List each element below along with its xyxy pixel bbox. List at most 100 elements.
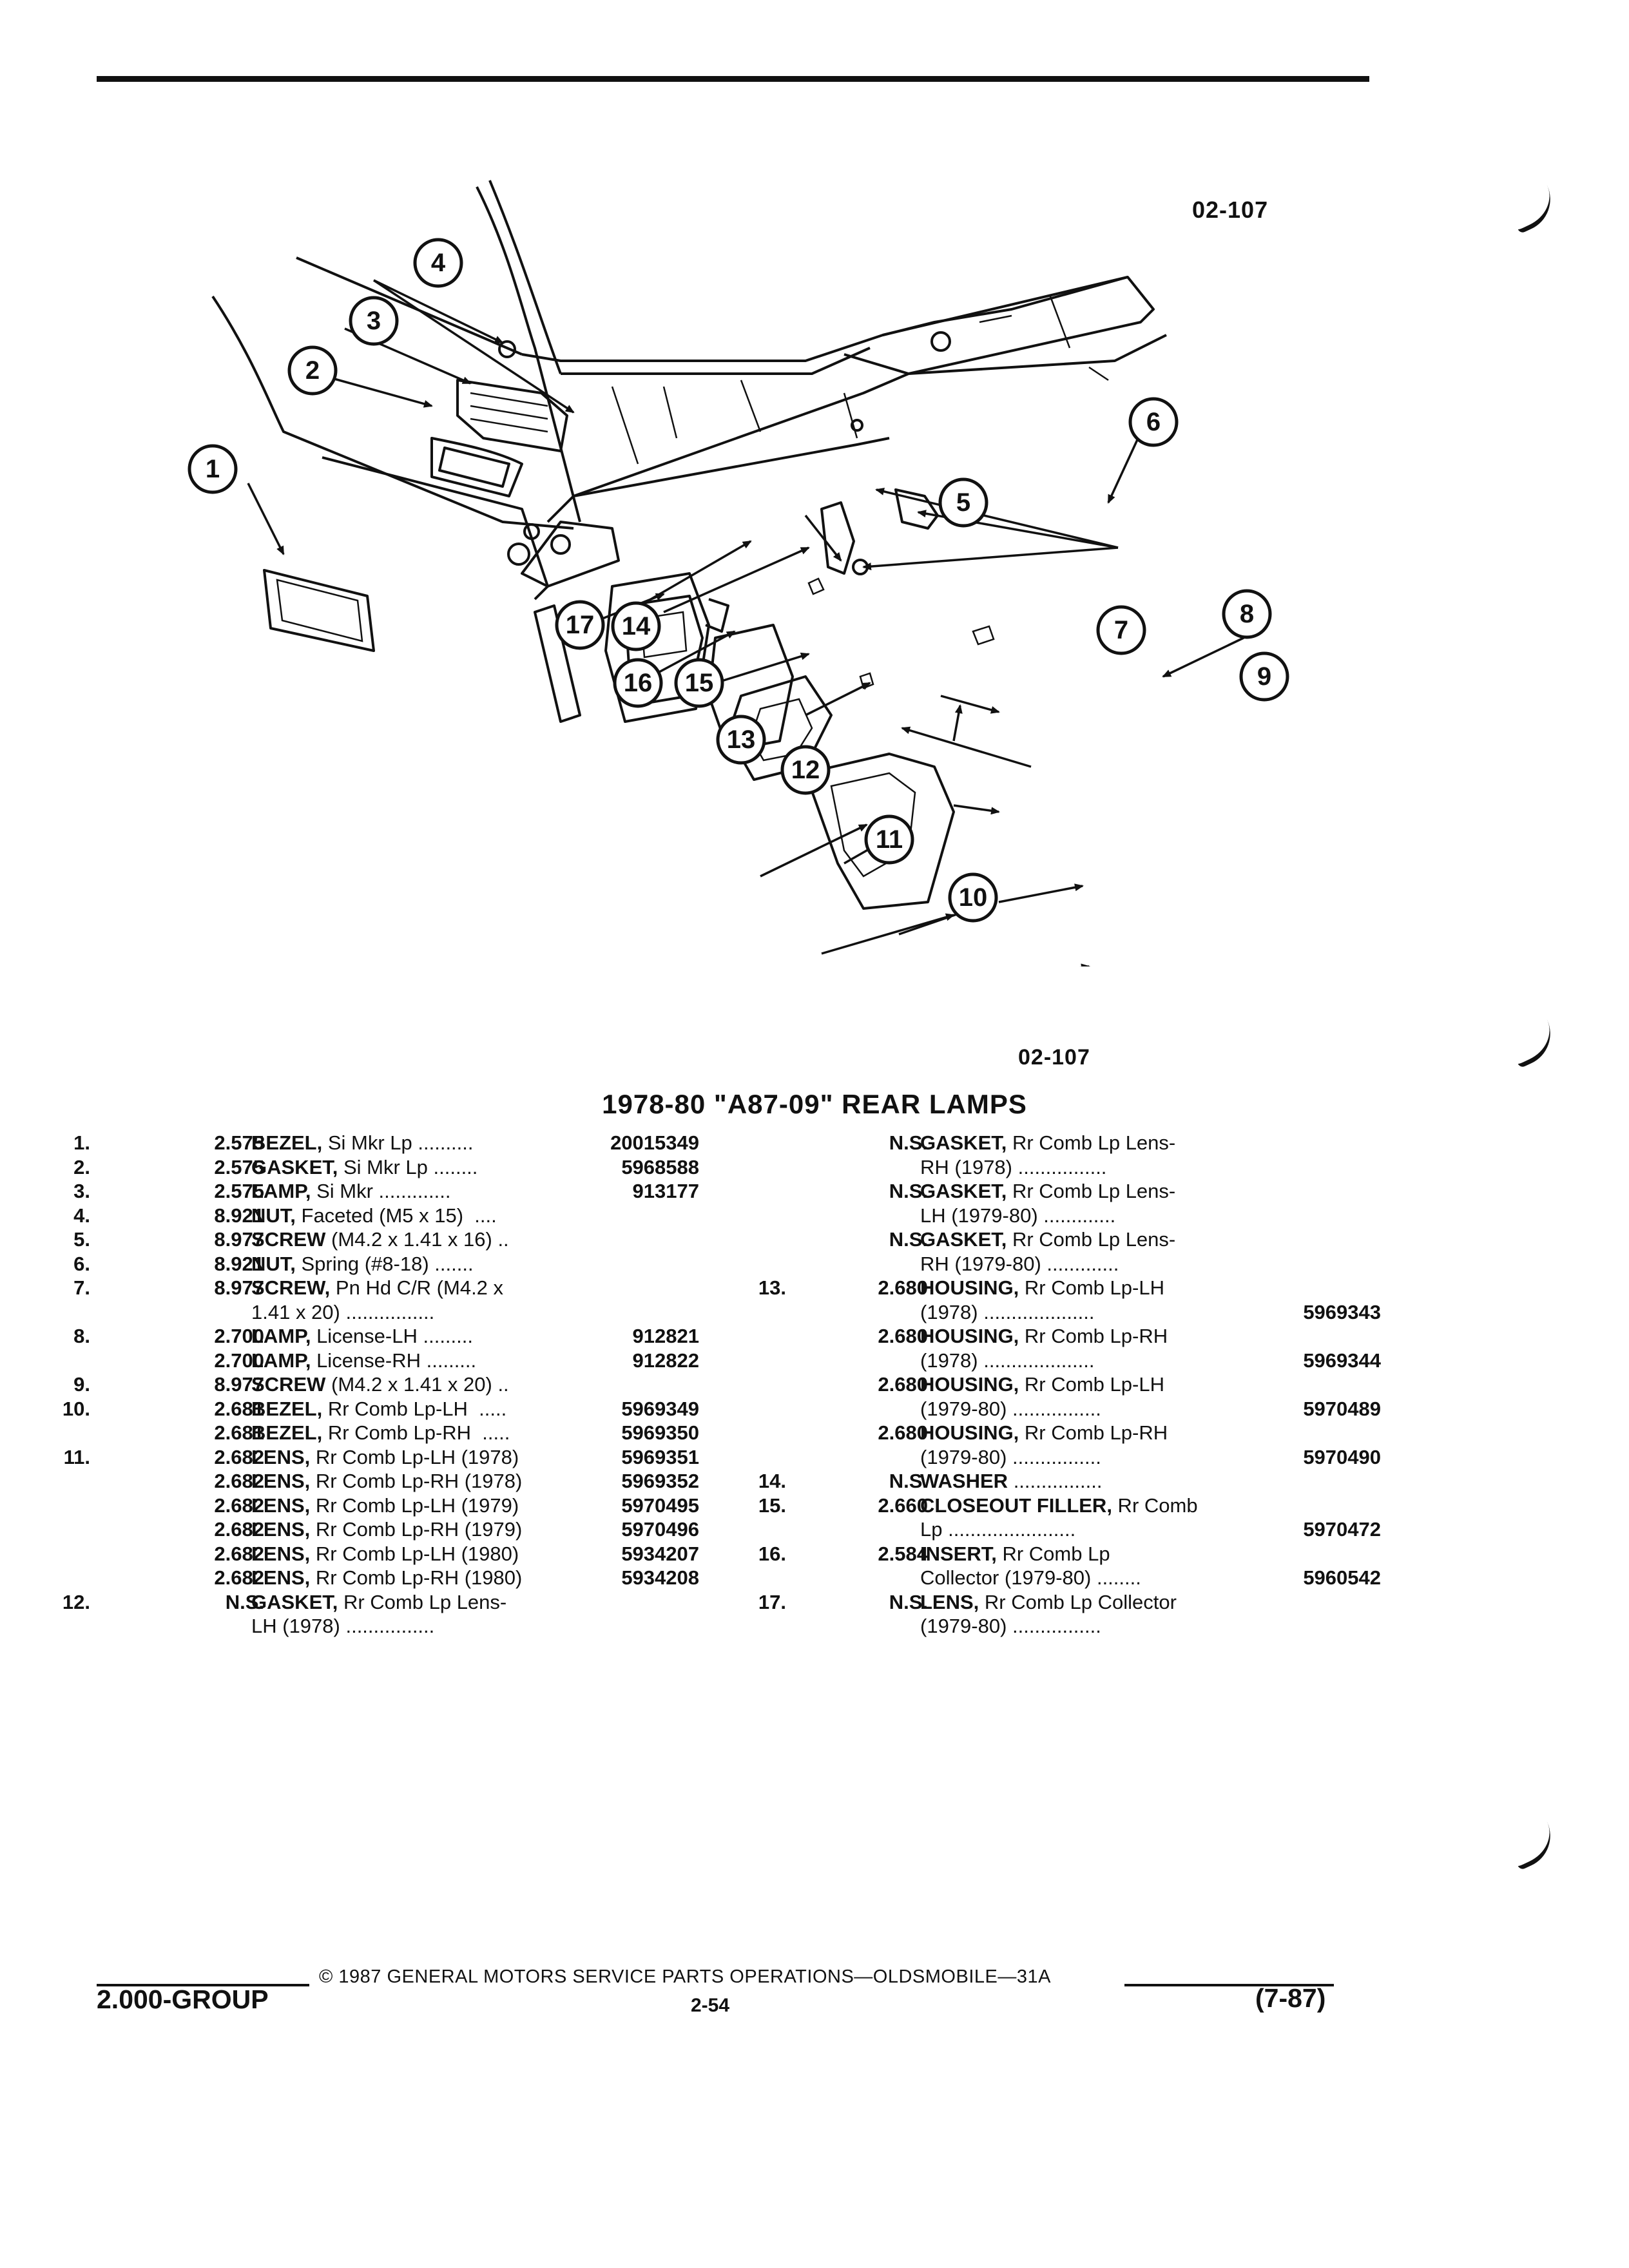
part-name: BEZEL, bbox=[251, 1421, 323, 1444]
part-description: SCREW (M4.2 x 1.41 x 16) .. bbox=[251, 1227, 509, 1252]
footer-copyright: © 1987 GENERAL MOTORS SERVICE PARTS OPER… bbox=[319, 1966, 1051, 1987]
part-description: GASKET, Rr Comb Lp Lens- bbox=[920, 1131, 1175, 1155]
parts-row: 1.41 x 20) ................ bbox=[45, 1300, 709, 1325]
part-detail: Si Mkr Lp ........ bbox=[338, 1155, 478, 1178]
part-description: LENS, Rr Comb Lp-LH (1979) bbox=[251, 1494, 519, 1518]
part-description: (1979-80) ................ bbox=[920, 1397, 1101, 1421]
part-number: 5970490 bbox=[1303, 1445, 1381, 1468]
part-name: LENS, bbox=[251, 1566, 311, 1589]
parts-row: LH (1978) ................ bbox=[45, 1614, 709, 1639]
parts-row: RH (1979-80) ............. bbox=[735, 1252, 1385, 1276]
group-number: 2.680 bbox=[878, 1373, 928, 1396]
part-number: 5934207 bbox=[621, 1542, 699, 1565]
item-number: 5. bbox=[73, 1228, 90, 1251]
binding-mark bbox=[1506, 1019, 1561, 1069]
part-description: BEZEL, Si Mkr Lp .......... bbox=[251, 1131, 474, 1155]
part-number: 5970489 bbox=[1303, 1397, 1381, 1420]
item-number: 6. bbox=[73, 1252, 90, 1275]
part-detail: License-RH ......... bbox=[311, 1349, 477, 1372]
collector-lens bbox=[523, 523, 540, 540]
group-number: 8.977 bbox=[214, 1276, 264, 1299]
group-number: N.S. bbox=[889, 1180, 928, 1202]
top-rule bbox=[97, 76, 1369, 82]
lens-gasket bbox=[708, 624, 794, 752]
parts-row: N.S.GASKET, Rr Comb Lp Lens- bbox=[735, 1227, 1385, 1252]
part-description: SCREW, Pn Hd C/R (M4.2 x bbox=[251, 1276, 503, 1300]
parts-row: (1979-80) ................ 5970489 bbox=[735, 1397, 1385, 1421]
item-number: 14. bbox=[758, 1470, 786, 1492]
part-description: LENS, Rr Comb Lp Collector bbox=[920, 1590, 1177, 1615]
figure-code-bottom: 02-107 bbox=[1018, 1045, 1090, 1070]
part-name: HOUSING, bbox=[920, 1325, 1019, 1347]
footer-group: 2.000-GROUP bbox=[97, 1984, 269, 2014]
insert-collector bbox=[507, 543, 530, 566]
group-number: 8.977 bbox=[214, 1228, 264, 1251]
part-description: HOUSING, Rr Comb Lp-RH bbox=[920, 1421, 1168, 1445]
part-description: GASKET, Rr Comb Lp Lens- bbox=[251, 1590, 506, 1615]
part-number: 5969352 bbox=[621, 1470, 699, 1492]
part-name: HOUSING, bbox=[920, 1421, 1019, 1444]
part-name: LAMP, bbox=[251, 1349, 311, 1372]
binding-mark bbox=[1506, 1821, 1561, 1871]
part-description: LENS, Rr Comb Lp-LH (1980) bbox=[251, 1542, 519, 1566]
part-description: INSERT, Rr Comb Lp bbox=[920, 1542, 1110, 1566]
part-description: SCREW (M4.2 x 1.41 x 20) .. bbox=[251, 1372, 509, 1397]
part-name: LENS, bbox=[920, 1590, 979, 1613]
item-number: 9. bbox=[73, 1373, 90, 1396]
part-name: SCREW, bbox=[251, 1276, 331, 1299]
part-name: SCREW bbox=[251, 1373, 326, 1396]
faceted-nut bbox=[498, 340, 516, 358]
part-description: HOUSING, Rr Comb Lp-LH bbox=[920, 1372, 1164, 1397]
parts-row: 17.N.S.LENS, Rr Comb Lp Collector bbox=[735, 1590, 1385, 1615]
part-number: 5960542 bbox=[1303, 1566, 1381, 1589]
part-detail: Lp ....................... bbox=[920, 1518, 1076, 1541]
part-name: NUT, bbox=[251, 1204, 296, 1227]
part-detail: Rr Comb Lp-LH ..... bbox=[322, 1397, 507, 1420]
group-number: 8.977 bbox=[214, 1373, 264, 1396]
part-description: (1978) .................... bbox=[920, 1349, 1094, 1373]
item-number: 12. bbox=[62, 1590, 90, 1613]
part-name: INSERT, bbox=[920, 1542, 997, 1565]
part-detail: Faceted (M5 x 15) .... bbox=[295, 1204, 497, 1227]
part-description: LENS, Rr Comb Lp-RH (1979) bbox=[251, 1517, 522, 1542]
group-number: N.S. bbox=[889, 1131, 928, 1154]
part-detail: RH (1979-80) ............. bbox=[920, 1252, 1119, 1275]
item-number: 11. bbox=[63, 1445, 90, 1468]
group-number: 2.680 bbox=[878, 1325, 928, 1347]
part-description: NUT, Faceted (M5 x 15) .... bbox=[251, 1204, 497, 1228]
item-number: 2. bbox=[73, 1155, 90, 1178]
part-detail: (1978) .................... bbox=[920, 1349, 1095, 1372]
parts-row: N.S.GASKET, Rr Comb Lp Lens- bbox=[735, 1131, 1385, 1155]
parts-row: LH (1979-80) ............. bbox=[735, 1204, 1385, 1228]
group-number: 2.660 bbox=[878, 1494, 928, 1517]
group-number: 2.682 bbox=[214, 1494, 264, 1517]
side-marker-lamp bbox=[456, 379, 568, 452]
part-detail: (1979-80) ................ bbox=[920, 1397, 1101, 1420]
part-detail: Si Mkr Lp .......... bbox=[322, 1131, 474, 1154]
part-description: HOUSING, Rr Comb Lp-LH bbox=[920, 1276, 1164, 1300]
group-number: 2.700 bbox=[214, 1325, 264, 1347]
part-detail: Rr Comb Lp-RH bbox=[1019, 1421, 1168, 1444]
group-number: 2.682 bbox=[214, 1470, 264, 1492]
part-name: LAMP, bbox=[251, 1180, 311, 1202]
part-name: CLOSEOUT FILLER, bbox=[920, 1494, 1112, 1517]
part-description: Lp ....................... bbox=[920, 1517, 1075, 1542]
part-detail: (1978) .................... bbox=[920, 1300, 1095, 1323]
part-description: (1979-80) ................ bbox=[920, 1614, 1101, 1639]
combination-lamp-bezel bbox=[804, 753, 955, 910]
group-number: 2.680 bbox=[878, 1276, 928, 1299]
part-detail: Rr Comb Lp-RH (1979) bbox=[310, 1518, 523, 1541]
part-number: 5968588 bbox=[621, 1155, 699, 1178]
part-number: 912821 bbox=[632, 1325, 699, 1347]
part-description: GASKET, Si Mkr Lp ........ bbox=[251, 1155, 477, 1180]
